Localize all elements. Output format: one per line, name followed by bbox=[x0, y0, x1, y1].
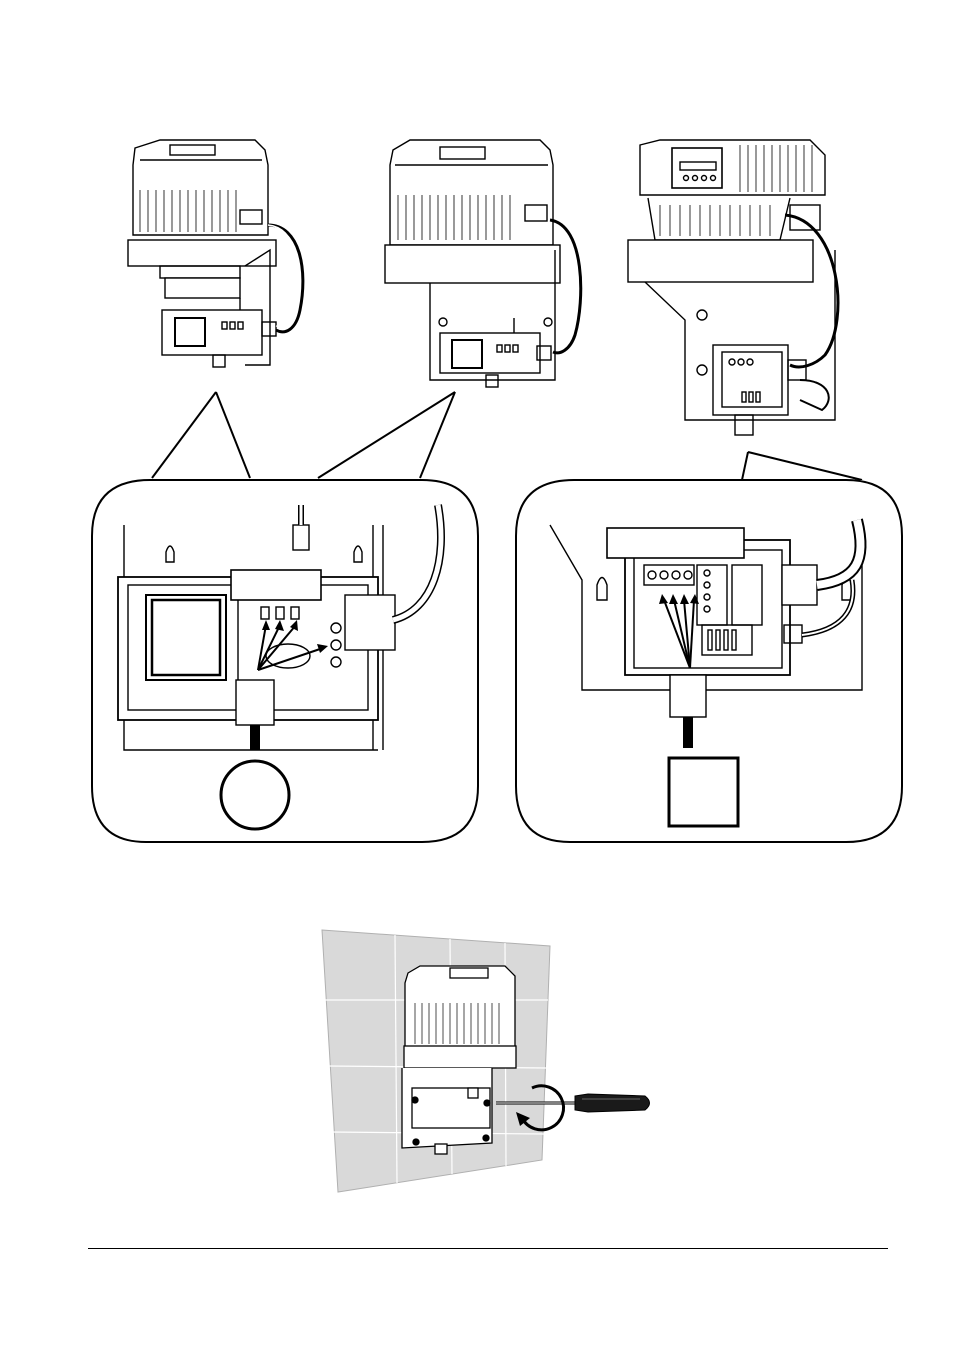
unit-medium bbox=[385, 140, 581, 387]
wall-mount-svg bbox=[320, 928, 660, 1196]
wall-mount-illustration bbox=[320, 928, 660, 1196]
callout-right-bubble bbox=[512, 470, 907, 845]
circle-symbol-icon bbox=[221, 761, 289, 829]
square-symbol-icon bbox=[669, 758, 738, 826]
callout-left-bubble bbox=[88, 470, 483, 845]
unit-large bbox=[628, 140, 838, 435]
footer-rule bbox=[88, 1248, 888, 1249]
unit-small bbox=[128, 140, 303, 367]
callout-left-svg bbox=[88, 470, 483, 845]
units-illustration bbox=[0, 0, 954, 480]
units-svg bbox=[0, 0, 954, 480]
callout-right-svg bbox=[512, 470, 907, 845]
